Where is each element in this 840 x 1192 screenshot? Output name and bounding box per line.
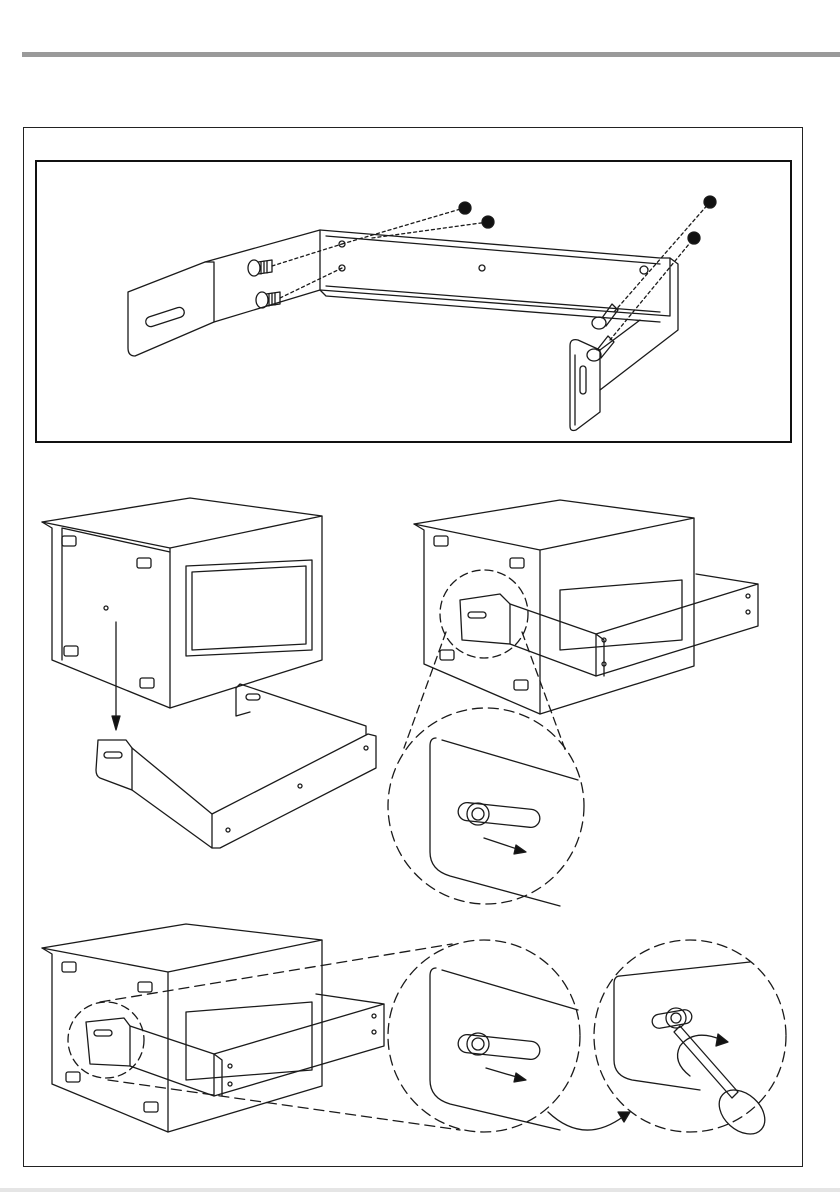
slide-arrow-icon xyxy=(486,1068,526,1082)
tighten-screw-step xyxy=(42,924,786,1143)
screw-icon xyxy=(248,260,272,276)
attach-bracket-step xyxy=(42,498,376,848)
screw-icon xyxy=(256,292,280,308)
bracket-exploded-view xyxy=(128,196,716,431)
slide-bracket-step xyxy=(388,500,758,906)
page-bottom-edge xyxy=(0,1188,840,1192)
down-arrow-icon xyxy=(112,622,120,730)
slide-arrow-icon xyxy=(484,838,526,854)
rotate-arrow-icon xyxy=(678,1034,728,1076)
